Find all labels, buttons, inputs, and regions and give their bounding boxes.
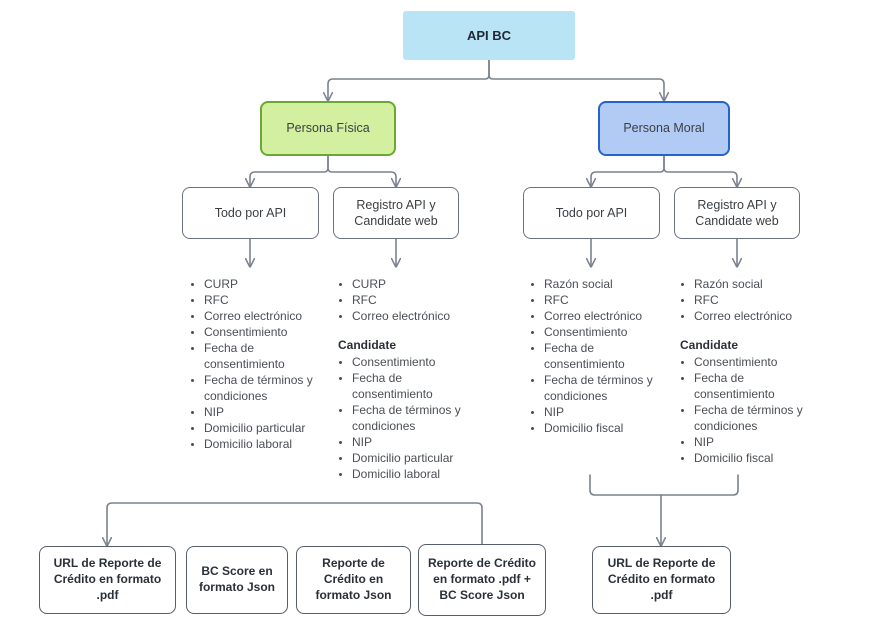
list-item: Razón social <box>544 276 660 292</box>
list-pm-registro-api-items: Razón socialRFCCorreo electrónico <box>680 276 816 324</box>
list-item: CURP <box>352 276 474 292</box>
node-persona-fisica[interactable]: Persona Física <box>260 101 396 156</box>
edge-pm-to-registro-api <box>663 155 737 186</box>
list-item: Fecha de consentimiento <box>352 370 474 402</box>
edge-root-to-persona-moral <box>488 59 664 100</box>
list-item: Domicilio fiscal <box>694 450 816 466</box>
list-item: NIP <box>204 404 320 420</box>
list-item: Fecha de consentimiento <box>204 340 320 372</box>
node-pf-todo-por-api[interactable]: Todo por API <box>182 187 319 239</box>
list-item: CURP <box>204 276 320 292</box>
list-item: Consentimiento <box>204 324 320 340</box>
node-output-bc-score-json[interactable]: BC Score en formato Json <box>186 546 288 614</box>
edge-pm-merge-left <box>589 474 662 496</box>
node-api-bc[interactable]: API BC <box>403 11 575 60</box>
node-output-bc-score-json-label: BC Score en formato Json <box>198 564 275 594</box>
node-pf-registro-api-candidate-web-label: Registro API y Candidate web <box>354 197 438 229</box>
node-output-url-reporte-credito-pdf-label: URL de Reporte de Crédito en formato .pd… <box>53 556 162 602</box>
node-pm-todo-por-api-label: Todo por API <box>555 205 628 220</box>
list-item: Fecha de términos y condiciones <box>204 372 320 404</box>
node-pf-registro-api-candidate-web[interactable]: Registro API y Candidate web <box>333 187 459 239</box>
node-pm-registro-api-candidate-web[interactable]: Registro API y Candidate web <box>674 187 800 239</box>
list-item: Consentimiento <box>352 354 474 370</box>
list-item: Domicilio particular <box>204 420 320 436</box>
node-output-reporte-credito-pdf-bc-score-json-label: Reporte de Crédito en formato .pdf + BC … <box>427 556 536 602</box>
list-item: RFC <box>204 292 320 308</box>
list-pf-todo-por-api: CURPRFCCorreo electrónicoConsentimientoF… <box>190 276 320 452</box>
list-item: NIP <box>544 404 660 420</box>
list-item: Consentimiento <box>694 354 816 370</box>
node-persona-moral[interactable]: Persona Moral <box>598 101 730 156</box>
edge-pf-to-registro-api <box>327 155 396 186</box>
node-output-url-reporte-credito-pdf[interactable]: URL de Reporte de Crédito en formato .pd… <box>39 546 176 614</box>
node-api-bc-label: API BC <box>466 27 512 43</box>
node-output-reporte-credito-json-label: Reporte de Crédito en formato Json <box>315 556 392 602</box>
list-pm-registro-api-group-title: Candidate <box>680 338 739 352</box>
list-item: Domicilio fiscal <box>544 420 660 436</box>
node-pm-todo-por-api[interactable]: Todo por API <box>523 187 660 239</box>
edge-pm-merge-right <box>660 474 739 496</box>
list-item: Correo electrónico <box>694 308 816 324</box>
edge-pf-to-output-url-pdf <box>107 502 483 545</box>
node-persona-moral-label: Persona Moral <box>623 121 705 136</box>
list-pm-registro-api-group-items: ConsentimientoFecha de consentimientoFec… <box>680 354 816 466</box>
list-item: RFC <box>544 292 660 308</box>
list-item: Domicilio laboral <box>204 436 320 452</box>
list-item: Consentimiento <box>544 324 660 340</box>
list-pf-registro-api-items: CURPRFCCorreo electrónico <box>338 276 474 324</box>
list-item: Correo electrónico <box>204 308 320 324</box>
list-item: Correo electrónico <box>544 308 660 324</box>
edge-pm-to-todo-api <box>591 155 665 186</box>
list-item: Razón social <box>694 276 816 292</box>
list-item: Domicilio particular <box>352 450 474 466</box>
list-item: Fecha de términos y condiciones <box>544 372 660 404</box>
list-pf-registro-api: CURPRFCCorreo electrónico Candidate Cons… <box>338 276 474 482</box>
list-pm-todo-por-api-items: Razón socialRFCCorreo electrónicoConsent… <box>530 276 660 436</box>
node-pm-registro-api-candidate-web-label: Registro API y Candidate web <box>695 197 779 229</box>
list-item: Fecha de consentimiento <box>544 340 660 372</box>
node-pf-todo-por-api-label: Todo por API <box>214 205 287 220</box>
list-pm-todo-por-api: Razón socialRFCCorreo electrónicoConsent… <box>530 276 660 436</box>
list-item: NIP <box>352 434 474 450</box>
list-item: Correo electrónico <box>352 308 474 324</box>
node-output-url-reporte-credito-pdf-moral-label: URL de Reporte de Crédito en formato .pd… <box>607 556 716 602</box>
list-item: Fecha de términos y condiciones <box>694 402 816 434</box>
list-pm-registro-api: Razón socialRFCCorreo electrónico Candid… <box>680 276 816 466</box>
list-pf-registro-api-group-items: ConsentimientoFecha de consentimientoFec… <box>338 354 474 482</box>
node-persona-fisica-label: Persona Física <box>286 121 370 136</box>
list-item: RFC <box>352 292 474 308</box>
edge-pf-to-todo-api <box>250 155 329 186</box>
node-output-reporte-credito-json[interactable]: Reporte de Crédito en formato Json <box>296 546 411 614</box>
edge-root-to-personas <box>328 59 490 100</box>
list-item: NIP <box>694 434 816 450</box>
list-item: Fecha de consentimiento <box>694 370 816 402</box>
node-output-url-reporte-credito-pdf-moral[interactable]: URL de Reporte de Crédito en formato .pd… <box>592 546 731 614</box>
node-output-reporte-credito-pdf-bc-score-json[interactable]: Reporte de Crédito en formato .pdf + BC … <box>418 544 546 616</box>
list-item: Domicilio laboral <box>352 466 474 482</box>
list-item: RFC <box>694 292 816 308</box>
list-pf-registro-api-group-title: Candidate <box>338 338 397 352</box>
list-pf-todo-por-api-items: CURPRFCCorreo electrónicoConsentimientoF… <box>190 276 320 452</box>
list-item: Fecha de términos y condiciones <box>352 402 474 434</box>
